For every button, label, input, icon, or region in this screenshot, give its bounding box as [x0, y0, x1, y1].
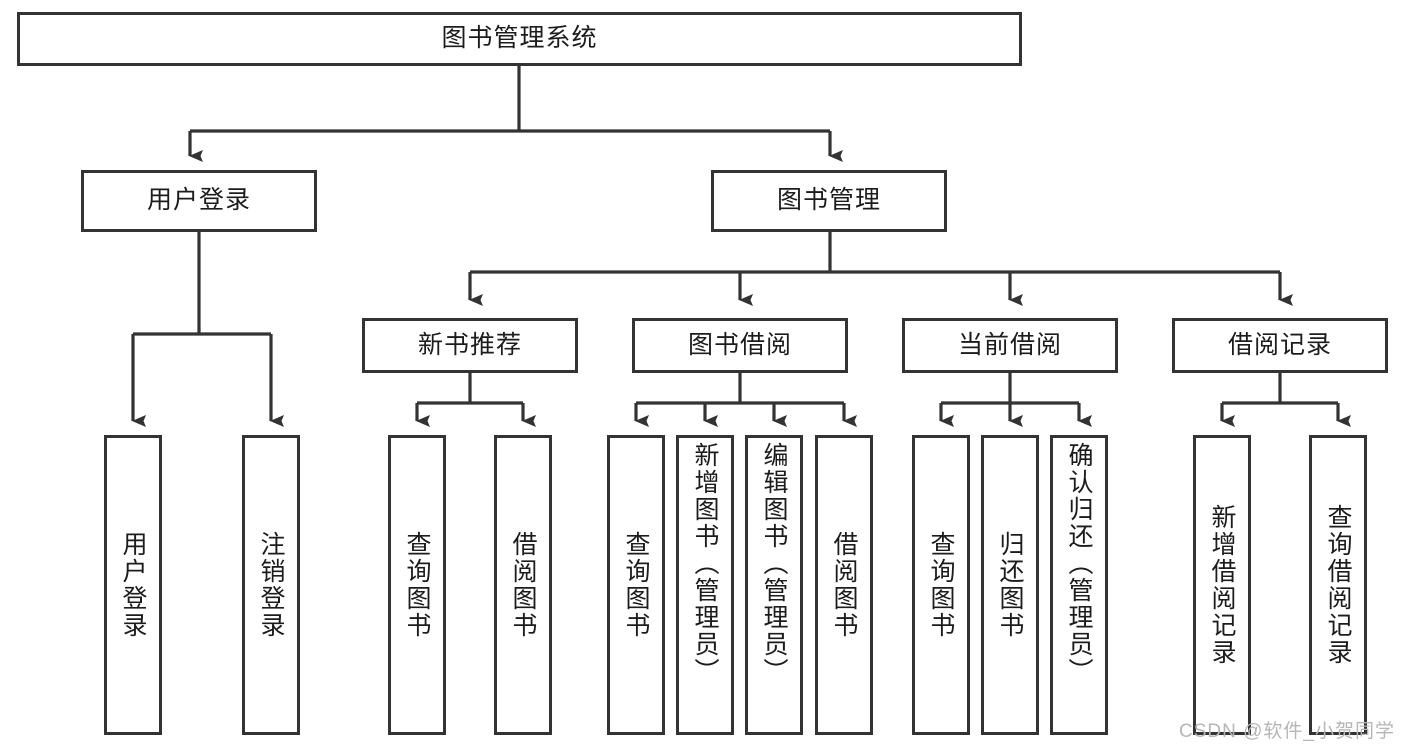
leaf-record-query-record[interactable]: 查询借阅记录 [1309, 435, 1367, 735]
leaf-borrow-edit-book-admin[interactable]: 编辑图书（管理员） [745, 435, 803, 735]
leaf-user-login-logout[interactable]: 注销登录 [242, 435, 300, 735]
leaf-borrow-add-book-admin[interactable]: 新增图书（管理员） [676, 435, 734, 735]
node-root[interactable]: 图书管理系统 [17, 12, 1022, 66]
node-new-book-recommend[interactable]: 新书推荐 [362, 318, 578, 373]
csdn-watermark: CSDN @软件_小贺同学 [1179, 721, 1395, 742]
leaf-record-add-record[interactable]: 新增借阅记录 [1193, 435, 1251, 735]
node-user-login[interactable]: 用户登录 [81, 170, 317, 232]
leaf-user-login-login[interactable]: 用户登录 [104, 435, 162, 735]
node-book-borrow[interactable]: 图书借阅 [632, 318, 848, 373]
leaf-new-book-query[interactable]: 查询图书 [388, 435, 446, 735]
leaf-borrow-borrow-book[interactable]: 借阅图书 [815, 435, 873, 735]
leaf-current-query-book[interactable]: 查询图书 [912, 435, 970, 735]
leaf-new-book-borrow[interactable]: 借阅图书 [494, 435, 552, 735]
leaf-current-confirm-return-admin[interactable]: 确认归还（管理员） [1050, 435, 1108, 735]
node-current-borrow[interactable]: 当前借阅 [902, 318, 1118, 373]
leaf-current-return-book[interactable]: 归还图书 [981, 435, 1039, 735]
node-book-management[interactable]: 图书管理 [711, 170, 947, 232]
leaf-borrow-query-book[interactable]: 查询图书 [607, 435, 665, 735]
node-borrow-record[interactable]: 借阅记录 [1172, 318, 1388, 373]
